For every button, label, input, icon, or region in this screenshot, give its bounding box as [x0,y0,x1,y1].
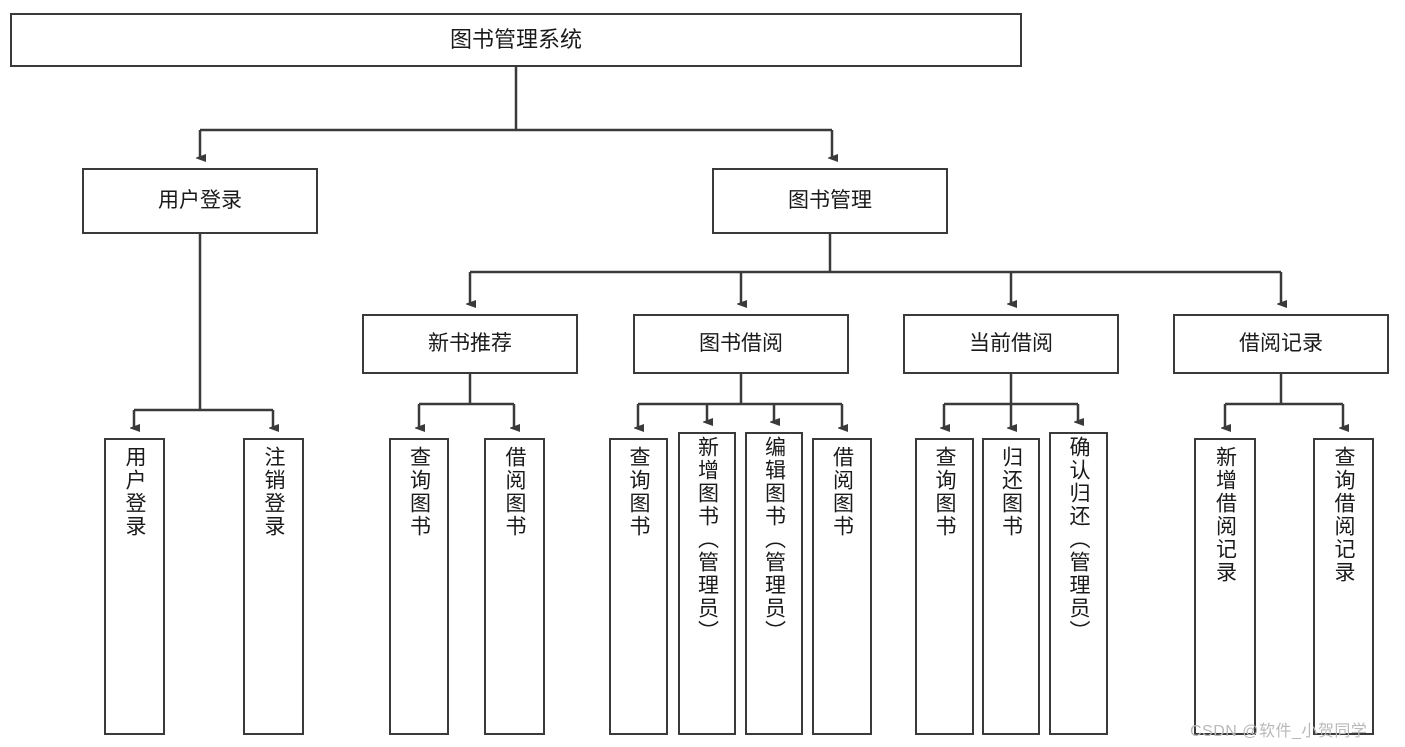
leaf-borrow-book[interactable]: 借阅图书 [812,438,872,735]
node-user-login[interactable]: 用户登录 [82,168,318,234]
watermark: CSDN @软件_小贺同学 [1190,723,1368,740]
leaf-user-login[interactable]: 用户登录 [104,438,165,735]
node-book-management[interactable]: 图书管理 [712,168,948,234]
leaf-user-logout-label: 注销登录 [262,446,285,538]
leaf-add-borrow-record[interactable]: 新增借阅记录 [1194,438,1256,735]
node-current-borrow-label: 当前借阅 [969,331,1053,355]
leaf-confirm-return-admin-label: 确认归还（管理员） [1067,436,1090,643]
leaf-query-book-borrow[interactable]: 查询图书 [609,438,668,735]
node-root-label: 图书管理系统 [449,27,582,53]
leaf-query-book-current-label: 查询图书 [933,446,956,538]
leaf-add-book-admin[interactable]: 新增图书（管理员） [678,432,736,735]
leaf-add-book-admin-label: 新增图书（管理员） [695,436,719,643]
node-book-management-label: 图书管理 [788,188,872,212]
node-user-login-label: 用户登录 [158,188,242,212]
leaf-query-book-borrow-label: 查询图书 [627,446,650,538]
leaf-query-book-current[interactable]: 查询图书 [915,438,974,735]
node-new-book-recommend-label: 新书推荐 [428,331,512,355]
leaf-query-book-recommend[interactable]: 查询图书 [389,438,449,735]
node-borrow-records[interactable]: 借阅记录 [1173,314,1389,374]
leaf-query-book-recommend-label: 查询图书 [407,446,431,538]
leaf-edit-book-admin-label: 编辑图书（管理员） [762,436,786,643]
leaf-user-login-label: 用户登录 [123,446,146,538]
leaf-borrow-book-recommend[interactable]: 借阅图书 [484,438,545,735]
leaf-query-borrow-record-label: 查询借阅记录 [1332,446,1355,584]
node-new-book-recommend[interactable]: 新书推荐 [362,314,578,374]
node-root[interactable]: 图书管理系统 [10,13,1022,67]
leaf-return-book[interactable]: 归还图书 [982,438,1040,735]
node-current-borrow[interactable]: 当前借阅 [903,314,1119,374]
node-borrow-records-label: 借阅记录 [1239,331,1323,355]
node-book-borrow[interactable]: 图书借阅 [633,314,849,374]
leaf-edit-book-admin[interactable]: 编辑图书（管理员） [745,432,803,735]
leaf-confirm-return-admin[interactable]: 确认归还（管理员） [1049,432,1108,735]
leaf-user-logout[interactable]: 注销登录 [243,438,304,735]
leaf-add-borrow-record-label: 新增借阅记录 [1213,446,1237,584]
leaf-borrow-book-label: 借阅图书 [830,446,854,538]
leaf-borrow-book-recommend-label: 借阅图书 [503,446,526,538]
leaf-query-borrow-record[interactable]: 查询借阅记录 [1313,438,1374,735]
leaf-return-book-label: 归还图书 [999,446,1023,538]
node-book-borrow-label: 图书借阅 [699,331,783,355]
